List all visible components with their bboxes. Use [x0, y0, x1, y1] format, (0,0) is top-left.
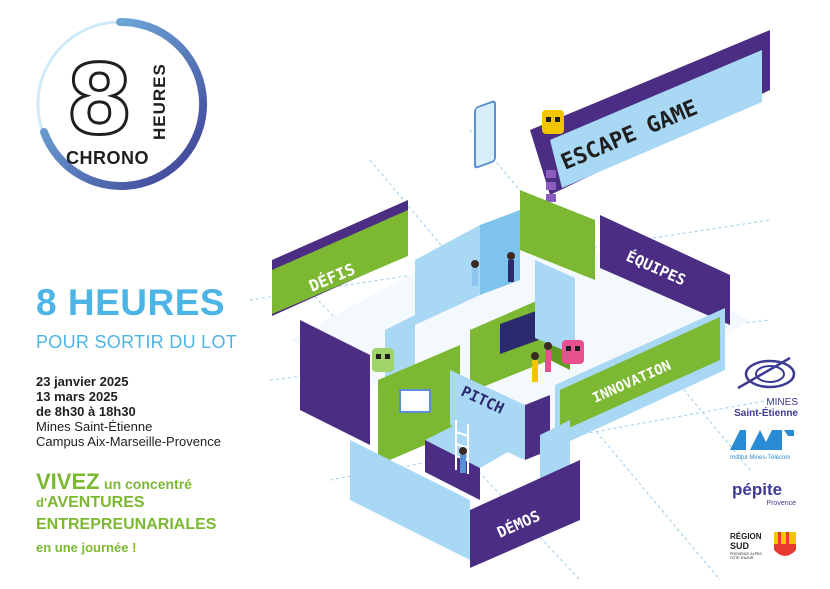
mines-emblem-icon: [737, 356, 796, 390]
pink-ghost-icon: [562, 340, 584, 364]
mines-logo: MINES Saint-Étienne: [728, 352, 808, 419]
person-icon: [471, 260, 479, 286]
slogan-vivez: VIVEZ: [36, 469, 100, 494]
back-wall-light: [415, 225, 480, 325]
purple-wall-left: [300, 320, 370, 445]
yellow-ghost-icon: [542, 110, 564, 134]
presentation-screen: [500, 309, 540, 355]
event-date-1: 23 janvier 2025: [36, 374, 129, 389]
imt-logo: Institut Mines-Télécom: [730, 430, 810, 461]
slogan-line-1: VIVEZ un concentré: [36, 469, 192, 495]
innovation-banner: [560, 317, 720, 432]
escape-banner: [550, 50, 762, 188]
defis-banner: [272, 210, 408, 314]
event-school: Mines Saint-Étienne: [36, 419, 153, 434]
maze-illustration: ESCAPE GAME DÉFIS ÉQUIPES PITCH: [250, 30, 770, 580]
green-ghost-icon: [372, 348, 394, 372]
pepite-logo: pépite Provence: [732, 480, 796, 507]
headline-title: 8 HEURES: [36, 282, 226, 323]
event-hours: de 8h30 à 18h30: [36, 404, 136, 419]
imt-emblem-icon: [730, 430, 794, 450]
event-date-2: 13 mars 2025: [36, 389, 118, 404]
person-icon: [531, 352, 539, 382]
person-icon: [507, 252, 515, 282]
logo-ring: [36, 17, 208, 190]
slogan-line-2: d'AVENTURES: [36, 494, 145, 511]
person-icon: [544, 342, 552, 372]
logo-heures: HEURES: [150, 63, 169, 140]
light-wall-right: [535, 260, 575, 355]
region-sud-logo: RÉGION SUD PROVENCE ALPES CÔTE D'AZUR: [730, 532, 810, 568]
logo-number: 8: [65, 44, 135, 156]
equipes-banner: [600, 215, 730, 325]
pitch-banner: [450, 370, 525, 460]
front-wall-light: [350, 440, 470, 560]
green-wall-top: [520, 190, 595, 280]
region-shield-icon: [774, 532, 796, 556]
headline-subtitle: POUR SORTIR DU LOT: [36, 332, 238, 352]
back-wall-light-side: [480, 210, 520, 295]
pit-top: [425, 420, 520, 468]
demos-banner: [470, 460, 580, 568]
slogan-line-4: en une journée !: [36, 540, 137, 555]
event-campus: Campus Aix-Marseille-Provence: [36, 434, 221, 449]
slogan-line-3: ENTREPREUNARIALES: [36, 516, 217, 533]
slogan-concentre: un concentré: [104, 476, 192, 492]
pit-wall: [425, 440, 480, 500]
logo-chrono: CHRONO: [66, 148, 149, 168]
tablet-screen: [474, 100, 496, 169]
speech-board-icon: [399, 389, 431, 413]
person-icon: [459, 447, 467, 473]
